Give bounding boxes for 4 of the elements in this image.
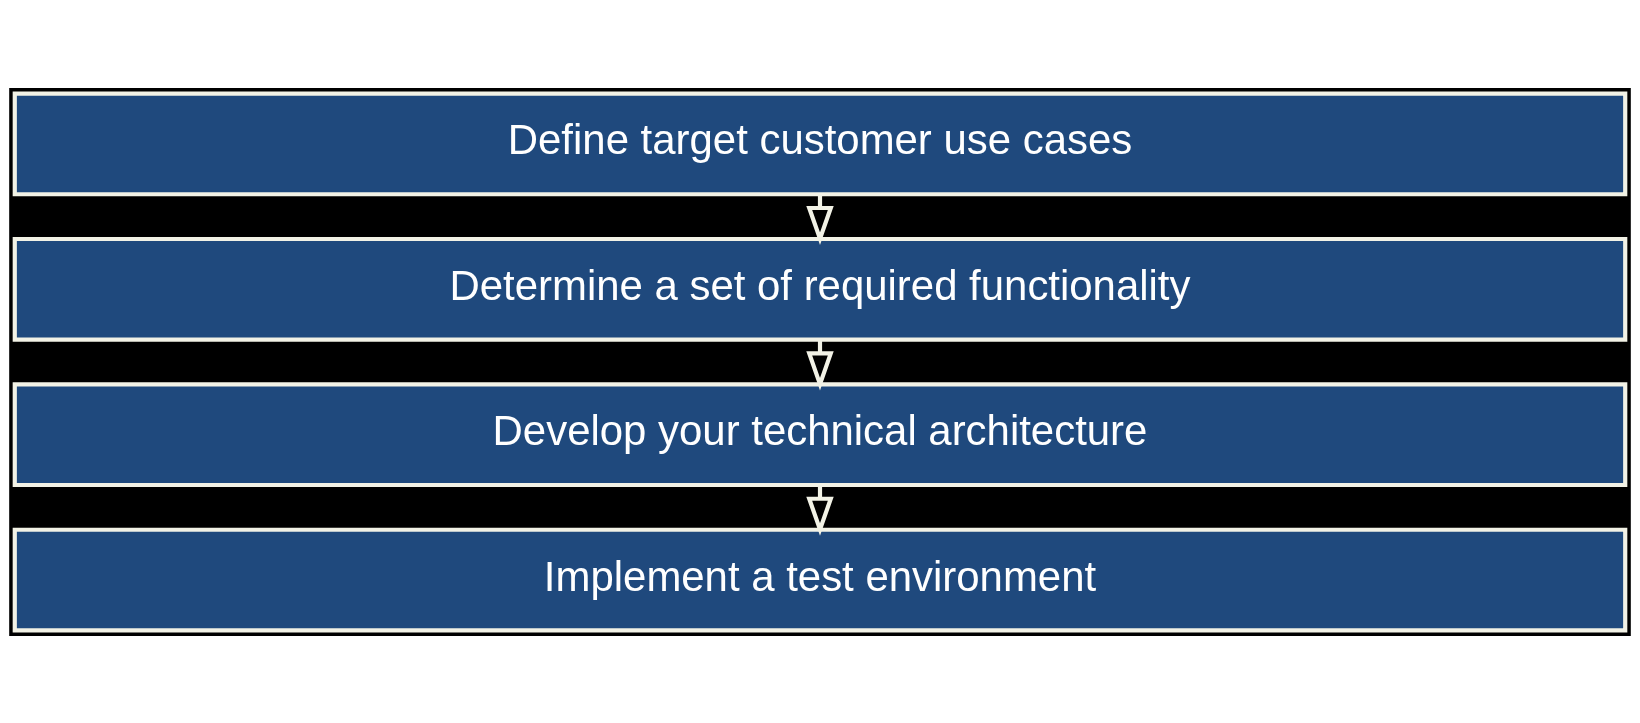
node-box: Determine a set of required functionality xyxy=(12,236,1628,342)
node-box: Define target customer use cases xyxy=(12,91,1628,196)
node-box: Develop your technical architecture xyxy=(12,381,1628,487)
node-box: Implement a test environment xyxy=(12,527,1628,632)
